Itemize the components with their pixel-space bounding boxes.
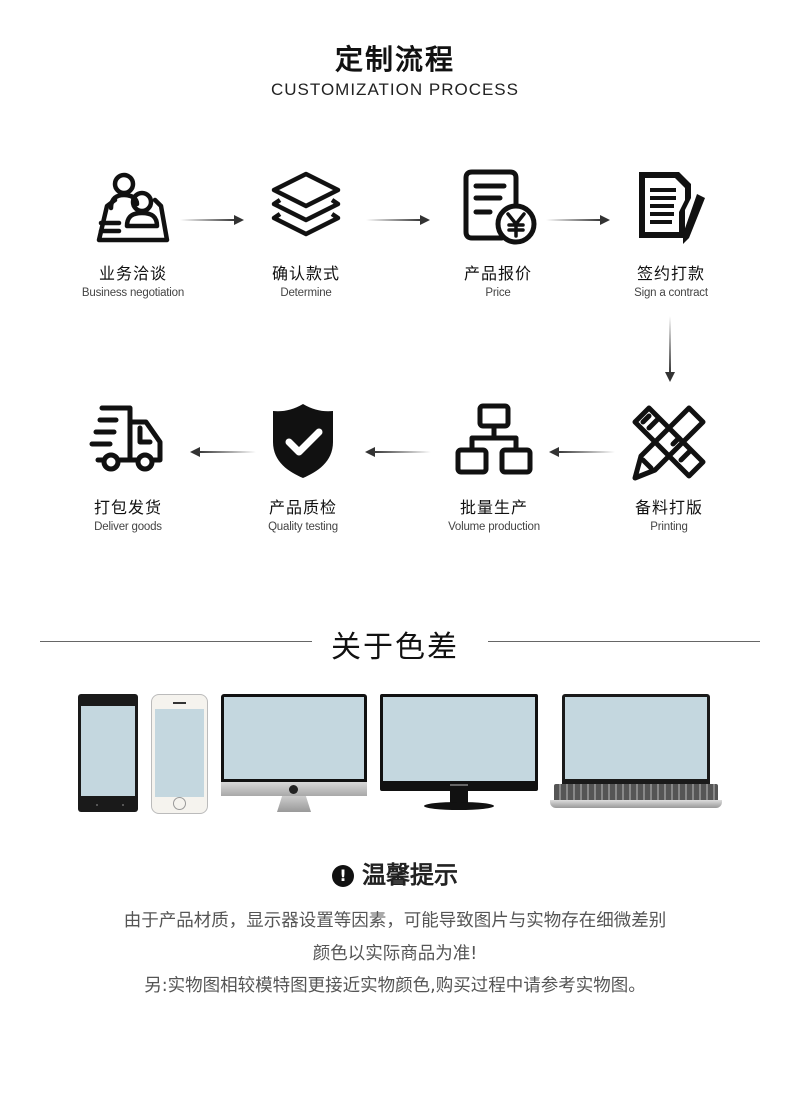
- arrow-down-icon: [665, 316, 675, 382]
- step-business-negotiation: 业务洽谈 Business negotiation: [58, 168, 208, 299]
- price-quote-icon: [463, 169, 537, 245]
- monitor-base: [424, 802, 494, 810]
- page-title: 定制流程: [334, 43, 455, 76]
- step-price: 产品报价 Price: [423, 168, 573, 299]
- step-label-cn: 产品质检: [268, 498, 337, 517]
- layers-icon: [271, 171, 341, 237]
- tip-line-3: 另:实物图相较模特图更接近实物颜色,购买过程中请参考实物图。: [144, 976, 646, 996]
- shield-check-icon: [273, 404, 333, 478]
- home-button: [173, 797, 186, 810]
- laptop-keyboard: [554, 784, 718, 802]
- monitor-chin: [221, 782, 367, 796]
- device-imac-monitor: [221, 694, 367, 812]
- step-label-en: Business negotiation: [81, 287, 185, 299]
- device-desktop-monitor: [380, 694, 538, 812]
- step-label-cn: 确认款式: [271, 264, 340, 283]
- contract-sign-icon: [639, 172, 705, 244]
- tips-title: 温馨提示: [362, 861, 458, 889]
- nav-buttons: [96, 804, 124, 806]
- monitor-neck: [450, 791, 468, 803]
- pencil-ruler-icon: [632, 405, 706, 481]
- step-label-cn: 业务洽谈: [98, 264, 167, 283]
- tips-heading: ! 温馨提示: [0, 855, 790, 890]
- monitor-stand: [277, 796, 311, 812]
- tip-line-2: 颜色以实际商品为准!: [312, 944, 478, 964]
- hierarchy-icon: [455, 403, 533, 475]
- step-label-cn: 打包发货: [93, 498, 162, 517]
- step-label-cn: 签约打款: [636, 264, 705, 283]
- device-screen: [383, 697, 535, 781]
- divider-right: [488, 641, 760, 642]
- tip-line-1: 由于产品材质，显示器设置等因素，可能导致图片与实物存在细微差别: [123, 911, 667, 931]
- device-smartphone-black: [78, 694, 138, 812]
- device-laptop: [550, 694, 722, 812]
- step-label-en: Determine: [280, 287, 332, 299]
- arrow-right-icon: [366, 215, 430, 225]
- step-label-en: Quality testing: [268, 521, 338, 533]
- laptop-base: [550, 800, 722, 808]
- arrow-right-icon: [180, 215, 244, 225]
- step-label-en: Price: [485, 287, 511, 299]
- arrow-left-icon: [549, 447, 615, 457]
- step-sign-contract: 签约打款 Sign a contract: [596, 168, 746, 299]
- arrow-left-icon: [365, 447, 431, 457]
- step-quality-testing: 产品质检 Quality testing: [228, 402, 378, 533]
- section-title-color-difference: 关于色差: [331, 630, 459, 665]
- device-screen: [155, 709, 204, 797]
- device-screen: [81, 706, 135, 796]
- divider-left: [40, 641, 312, 642]
- step-label-en: Volume production: [448, 521, 540, 533]
- step-label-en: Sign a contract: [634, 287, 708, 299]
- device-smartphone-white: [151, 694, 208, 814]
- page-subtitle: CUSTOMIZATION PROCESS: [270, 80, 519, 99]
- delivery-truck-icon: [89, 405, 163, 472]
- step-volume-production: 批量生产 Volume production: [419, 402, 569, 533]
- step-label-cn: 批量生产: [459, 498, 528, 517]
- step-label-cn: 产品报价: [463, 264, 532, 283]
- step-printing: 备料打版 Printing: [594, 402, 744, 533]
- step-label-cn: 备料打版: [634, 498, 703, 517]
- device-screen: [224, 697, 364, 779]
- device-screen: [565, 697, 707, 779]
- arrow-left-icon: [190, 447, 256, 457]
- exclamation-icon: !: [332, 865, 354, 887]
- arrow-right-icon: [546, 215, 610, 225]
- step-deliver-goods: 打包发货 Deliver goods: [53, 402, 203, 533]
- speaker: [173, 702, 186, 704]
- step-label-en: Printing: [650, 521, 688, 533]
- step-label-en: Deliver goods: [94, 521, 162, 533]
- business-negotiation-icon: [96, 172, 170, 243]
- apple-logo-icon: [289, 785, 298, 794]
- step-determine: 确认款式 Determine: [231, 168, 381, 299]
